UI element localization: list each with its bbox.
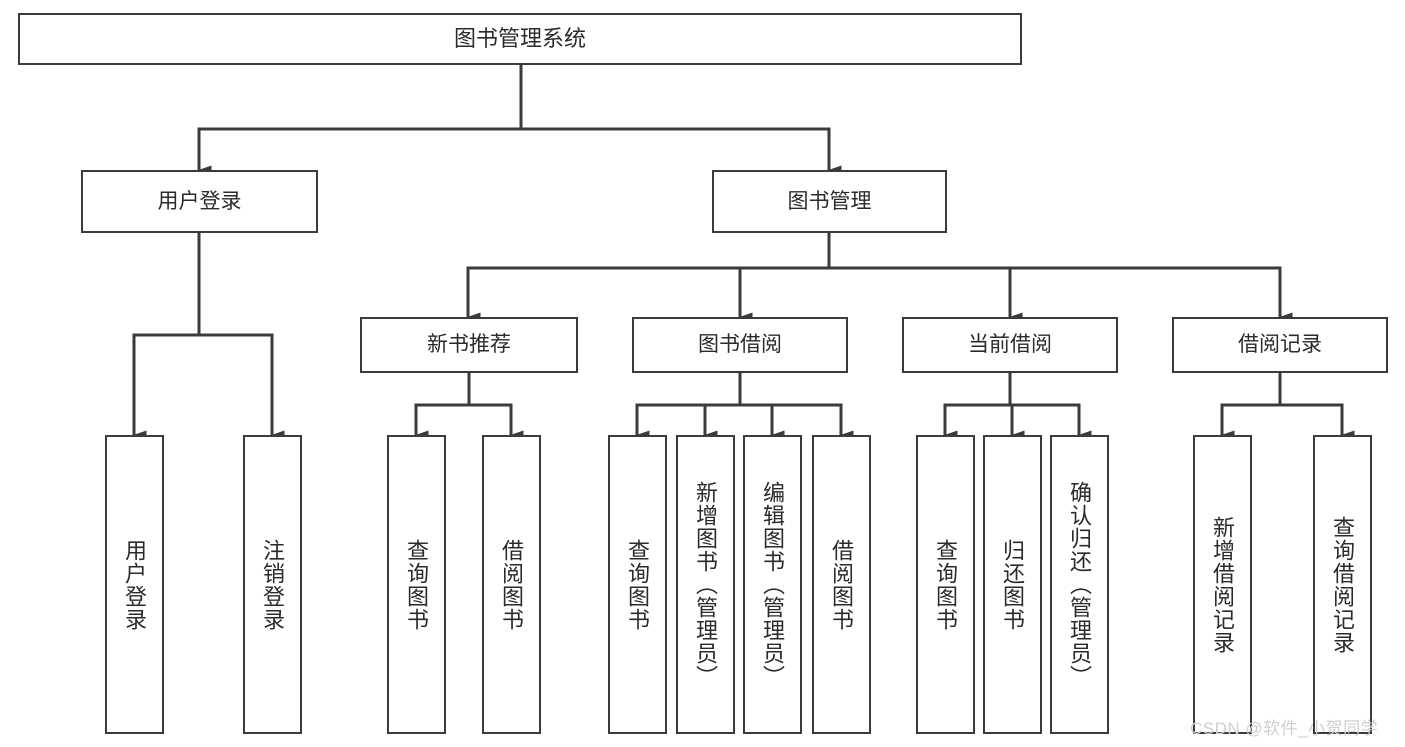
node-label: 图书管理	[787, 189, 872, 213]
node-leaf-edit-book[interactable]: 编辑图书（管理员）	[743, 435, 802, 734]
node-user-login[interactable]: 用户登录	[81, 170, 318, 233]
node-label: 新增借阅记录	[1210, 515, 1236, 654]
node-leaf-query-book[interactable]: 查询图书	[608, 435, 667, 734]
connector-group	[132, 63, 1355, 440]
node-leaf-query-book-rec[interactable]: 查询图书	[387, 435, 446, 734]
node-leaf-borrow-book[interactable]: 借阅图书	[812, 435, 871, 734]
node-label: 查询图书	[625, 538, 651, 631]
node-label: 借阅图书	[499, 538, 525, 631]
node-label: 查询图书	[404, 538, 430, 631]
node-leaf-return-book[interactable]: 归还图书	[983, 435, 1042, 734]
node-leaf-query-record[interactable]: 查询借阅记录	[1313, 435, 1372, 734]
node-leaf-user-login[interactable]: 用户登录	[105, 435, 164, 734]
node-root[interactable]: 图书管理系统	[18, 13, 1022, 65]
csdn-watermark: CSDN @软件_小贺同学	[1190, 719, 1379, 738]
node-label: 注销登录	[260, 538, 286, 631]
node-label: 借阅记录	[1238, 333, 1322, 357]
node-book-manage[interactable]: 图书管理	[712, 170, 947, 233]
node-label: 查询借阅记录	[1330, 515, 1356, 654]
node-label: 用户登录	[157, 189, 242, 213]
node-current-borrow[interactable]: 当前借阅	[902, 317, 1118, 373]
node-leaf-add-record[interactable]: 新增借阅记录	[1193, 435, 1252, 734]
node-label: 借阅图书	[829, 538, 855, 631]
node-label: 图书借阅	[698, 333, 782, 357]
node-label: 用户登录	[122, 538, 148, 631]
node-new-book-recommend[interactable]: 新书推荐	[360, 317, 578, 373]
node-leaf-borrow-book-rec[interactable]: 借阅图书	[482, 435, 541, 734]
node-leaf-query-book-cur[interactable]: 查询图书	[916, 435, 975, 734]
node-book-borrow[interactable]: 图书借阅	[632, 317, 848, 373]
node-leaf-confirm-return[interactable]: 确认归还（管理员）	[1050, 435, 1109, 734]
node-leaf-add-book[interactable]: 新增图书（管理员）	[676, 435, 735, 734]
node-label: 图书管理系统	[453, 25, 586, 51]
node-label: 当前借阅	[968, 333, 1052, 357]
node-leaf-user-logout[interactable]: 注销登录	[243, 435, 302, 734]
node-label: 编辑图书（管理员）	[760, 481, 786, 688]
node-label: 归还图书	[1000, 538, 1026, 631]
node-borrow-record[interactable]: 借阅记录	[1172, 317, 1388, 373]
node-label: 新增图书（管理员）	[693, 481, 719, 688]
node-label: 确认归还（管理员）	[1067, 481, 1093, 688]
node-label: 新书推荐	[427, 333, 511, 357]
node-label: 查询图书	[933, 538, 959, 631]
